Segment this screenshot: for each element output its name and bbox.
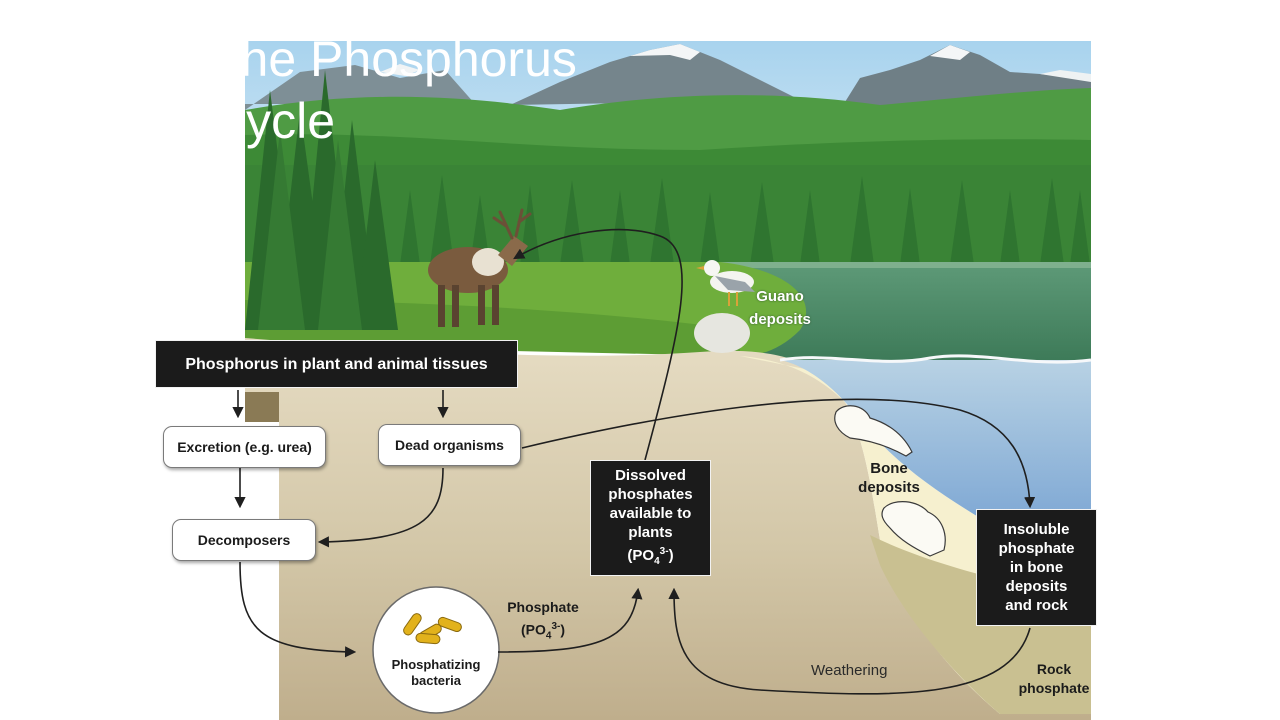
reindeer [428, 208, 532, 327]
dissolved-phosphates-text: Dissolved phosphates available to plants [608, 466, 693, 541]
tissues-box: Phosphorus in plant and animal tissues [155, 340, 518, 388]
dead-organisms-box: Dead organisms [378, 424, 521, 466]
bacteria-label: Phosphatizing bacteria [391, 657, 481, 688]
slide-title-line-2: Cycle [210, 93, 336, 149]
arrow-bacteria-to-dissolved [497, 587, 643, 653]
dissolved-phosphates-formula: (PO43-) [627, 545, 674, 567]
insoluble-phosphate-label: Insoluble phosphate in bone deposits and… [998, 521, 1075, 614]
decomposers-label: Decomposers [197, 532, 291, 548]
excretion-box: Excretion (e.g. urea) [163, 426, 326, 468]
arrow-dissolved-to-animal [513, 228, 683, 461]
arrow-decomposers-to-bacteria [239, 561, 357, 658]
dead-organisms-label: Dead organisms [395, 437, 504, 453]
bacteria-circle [372, 586, 500, 714]
cycle-arrows [232, 228, 1036, 695]
bacteria-icons [403, 613, 462, 645]
phosphate-text: Phosphate [507, 599, 579, 615]
guano-deposits-label: Guano deposits [749, 288, 811, 328]
excretion-label: Excretion (e.g. urea) [177, 439, 312, 455]
gull [694, 260, 755, 353]
tissues-label: Phosphorus in plant and animal tissues [185, 355, 488, 373]
insoluble-phosphate-box: Insoluble phosphate in bone deposits and… [976, 509, 1097, 626]
slide-title-line-1: The Phosphorus [210, 31, 577, 87]
tree-line [400, 175, 1090, 265]
bone-deposits-label: Bone deposits [858, 460, 920, 496]
bone-skull-icons [834, 405, 946, 557]
weathering-label: Weathering [811, 662, 888, 679]
rock-phosphate-label: Rock phosphate [1018, 661, 1090, 696]
arrow-dead-to-insoluble [521, 398, 1036, 509]
arrow-dead-to-decomposers [317, 467, 444, 548]
arrow-weathering [668, 587, 1031, 695]
dissolved-phosphates-box: Dissolved phosphates available to plants… [590, 460, 711, 576]
decomposers-box: Decomposers [172, 519, 316, 561]
phosphate-label: Phosphate (PO43-) [496, 598, 590, 645]
phosphate-formula: (PO43-) [520, 621, 566, 642]
